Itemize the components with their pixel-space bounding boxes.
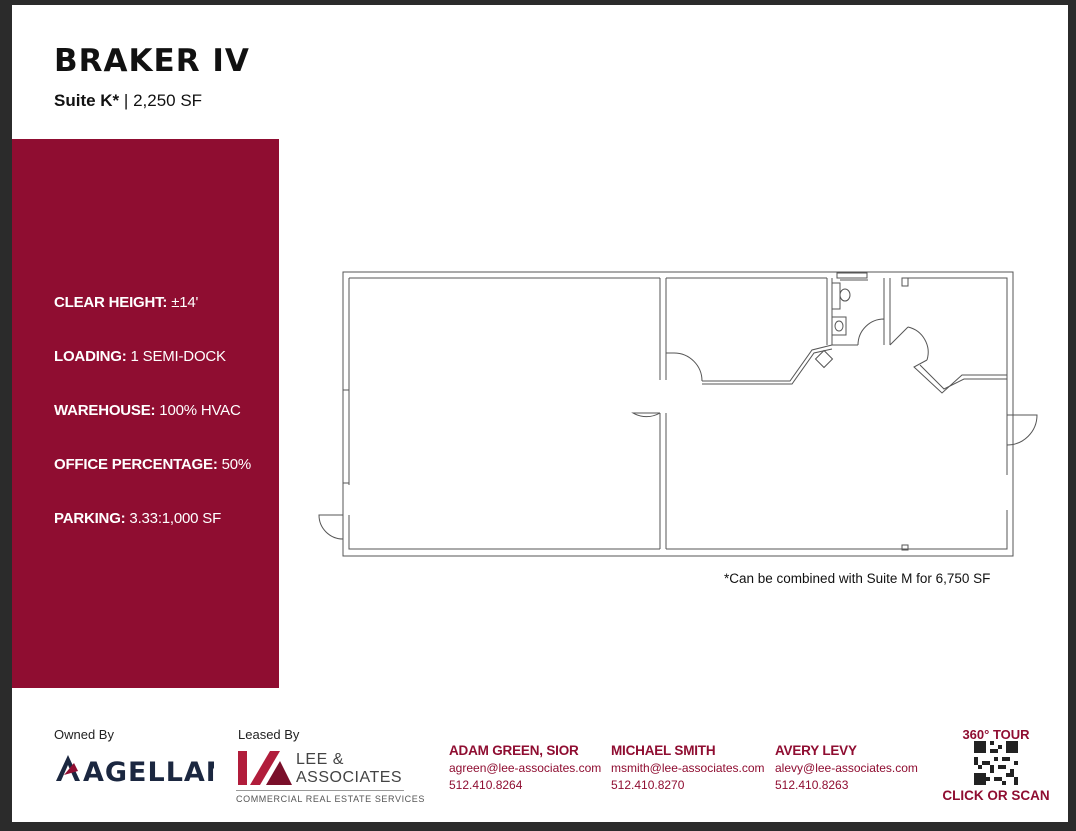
lee-logo-line1: LEE & (296, 751, 344, 768)
spec-office-percentage: OFFICE PERCENTAGE: 50% (54, 456, 251, 473)
spec-label: OFFICE PERCENTAGE: (54, 456, 218, 473)
spec-value: 3.33:1,000 SF (125, 510, 222, 527)
floor-plan (318, 271, 1038, 557)
lee-logo-divider (236, 790, 404, 791)
contact-phone[interactable]: 512.410.8270 (611, 778, 685, 792)
tour-label[interactable]: 360° TOUR (962, 727, 1030, 742)
door-left (318, 514, 344, 540)
combine-note: *Can be combined with Suite M for 6,750 … (724, 571, 991, 586)
spec-warehouse: WAREHOUSE: 100% HVAC (54, 402, 241, 419)
leased-by-label: Leased By (238, 727, 300, 742)
spec-label: PARKING: (54, 510, 126, 527)
contact-name: ADAM GREEN, SIOR (449, 743, 579, 758)
door-restroom (857, 318, 885, 346)
spec-label: LOADING: (54, 348, 127, 365)
suite-name: Suite K* (54, 91, 120, 110)
door-right (1006, 414, 1038, 446)
spec-label: WAREHOUSE: (54, 402, 156, 419)
spec-parking: PARKING: 3.33:1,000 SF (54, 510, 221, 527)
specs-panel: CLEAR HEIGHT: ±14' LOADING: 1 SEMI-DOCK … (12, 139, 279, 688)
door-office-1 (673, 352, 703, 382)
contact-email[interactable]: alevy@lee-associates.com (775, 761, 918, 775)
spec-value: 1 SEMI-DOCK (126, 348, 227, 365)
contact-card: MICHAEL SMITH msmith@lee-associates.com … (611, 743, 765, 792)
owned-by-label: Owned By (54, 727, 114, 742)
contact-email[interactable]: msmith@lee-associates.com (611, 761, 765, 775)
lee-logo-line2: ASSOCIATES (296, 769, 403, 786)
suite-size: 2,250 SF (133, 91, 203, 110)
contact-phone[interactable]: 512.410.8263 (775, 778, 849, 792)
contact-card: ADAM GREEN, SIOR agreen@lee-associates.c… (449, 743, 601, 792)
tour-cta[interactable]: CLICK OR SCAN (942, 788, 1050, 803)
agellan-logo-text: AGELLAN (83, 757, 214, 785)
lee-tagline: COMMERCIAL REAL ESTATE SERVICES (236, 794, 425, 804)
property-title: BRAKER IV (54, 43, 250, 79)
contact-name: MICHAEL SMITH (611, 743, 716, 758)
contact-phone[interactable]: 512.410.8264 (449, 778, 523, 792)
agellan-logo-icon: AGELLAN (54, 753, 228, 790)
contact-card: AVERY LEVY alevy@lee-associates.com 512.… (775, 743, 918, 792)
contact-name: AVERY LEVY (775, 743, 857, 758)
lee-associates-logo-icon (236, 749, 292, 792)
floor-plan-outer-wall (342, 271, 1014, 557)
suite-separator: | (119, 91, 134, 110)
spec-label: CLEAR HEIGHT: (54, 294, 168, 311)
spec-value: 100% HVAC (155, 402, 241, 419)
spec-clear-height: CLEAR HEIGHT: ±14' (54, 294, 198, 311)
qr-code-icon[interactable] (974, 741, 1018, 790)
contact-email[interactable]: agreen@lee-associates.com (449, 761, 602, 775)
spec-value: ±14' (167, 294, 199, 311)
suite-info: Suite K* | 2,250 SF (54, 91, 202, 111)
spec-value: 50% (217, 456, 252, 473)
flyer-page: BRAKER IV Suite K* | 2,250 SF CLEAR HEIG… (12, 5, 1068, 822)
spec-loading: LOADING: 1 SEMI-DOCK (54, 348, 226, 365)
